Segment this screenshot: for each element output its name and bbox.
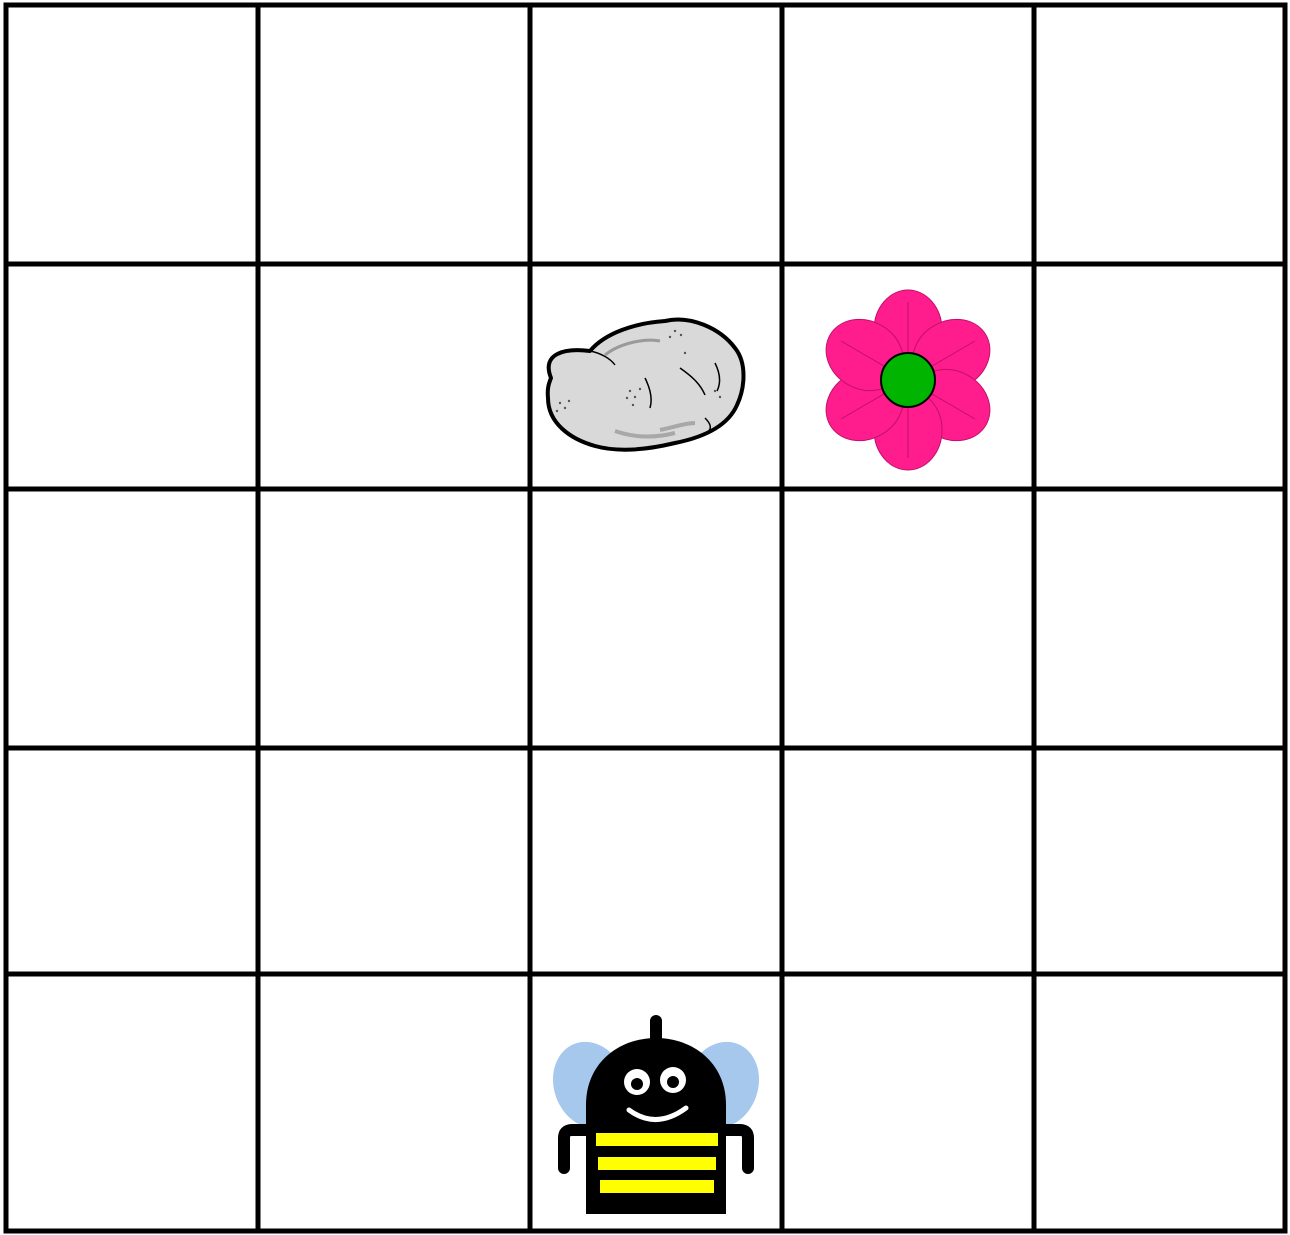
game-board xyxy=(0,0,1290,1235)
